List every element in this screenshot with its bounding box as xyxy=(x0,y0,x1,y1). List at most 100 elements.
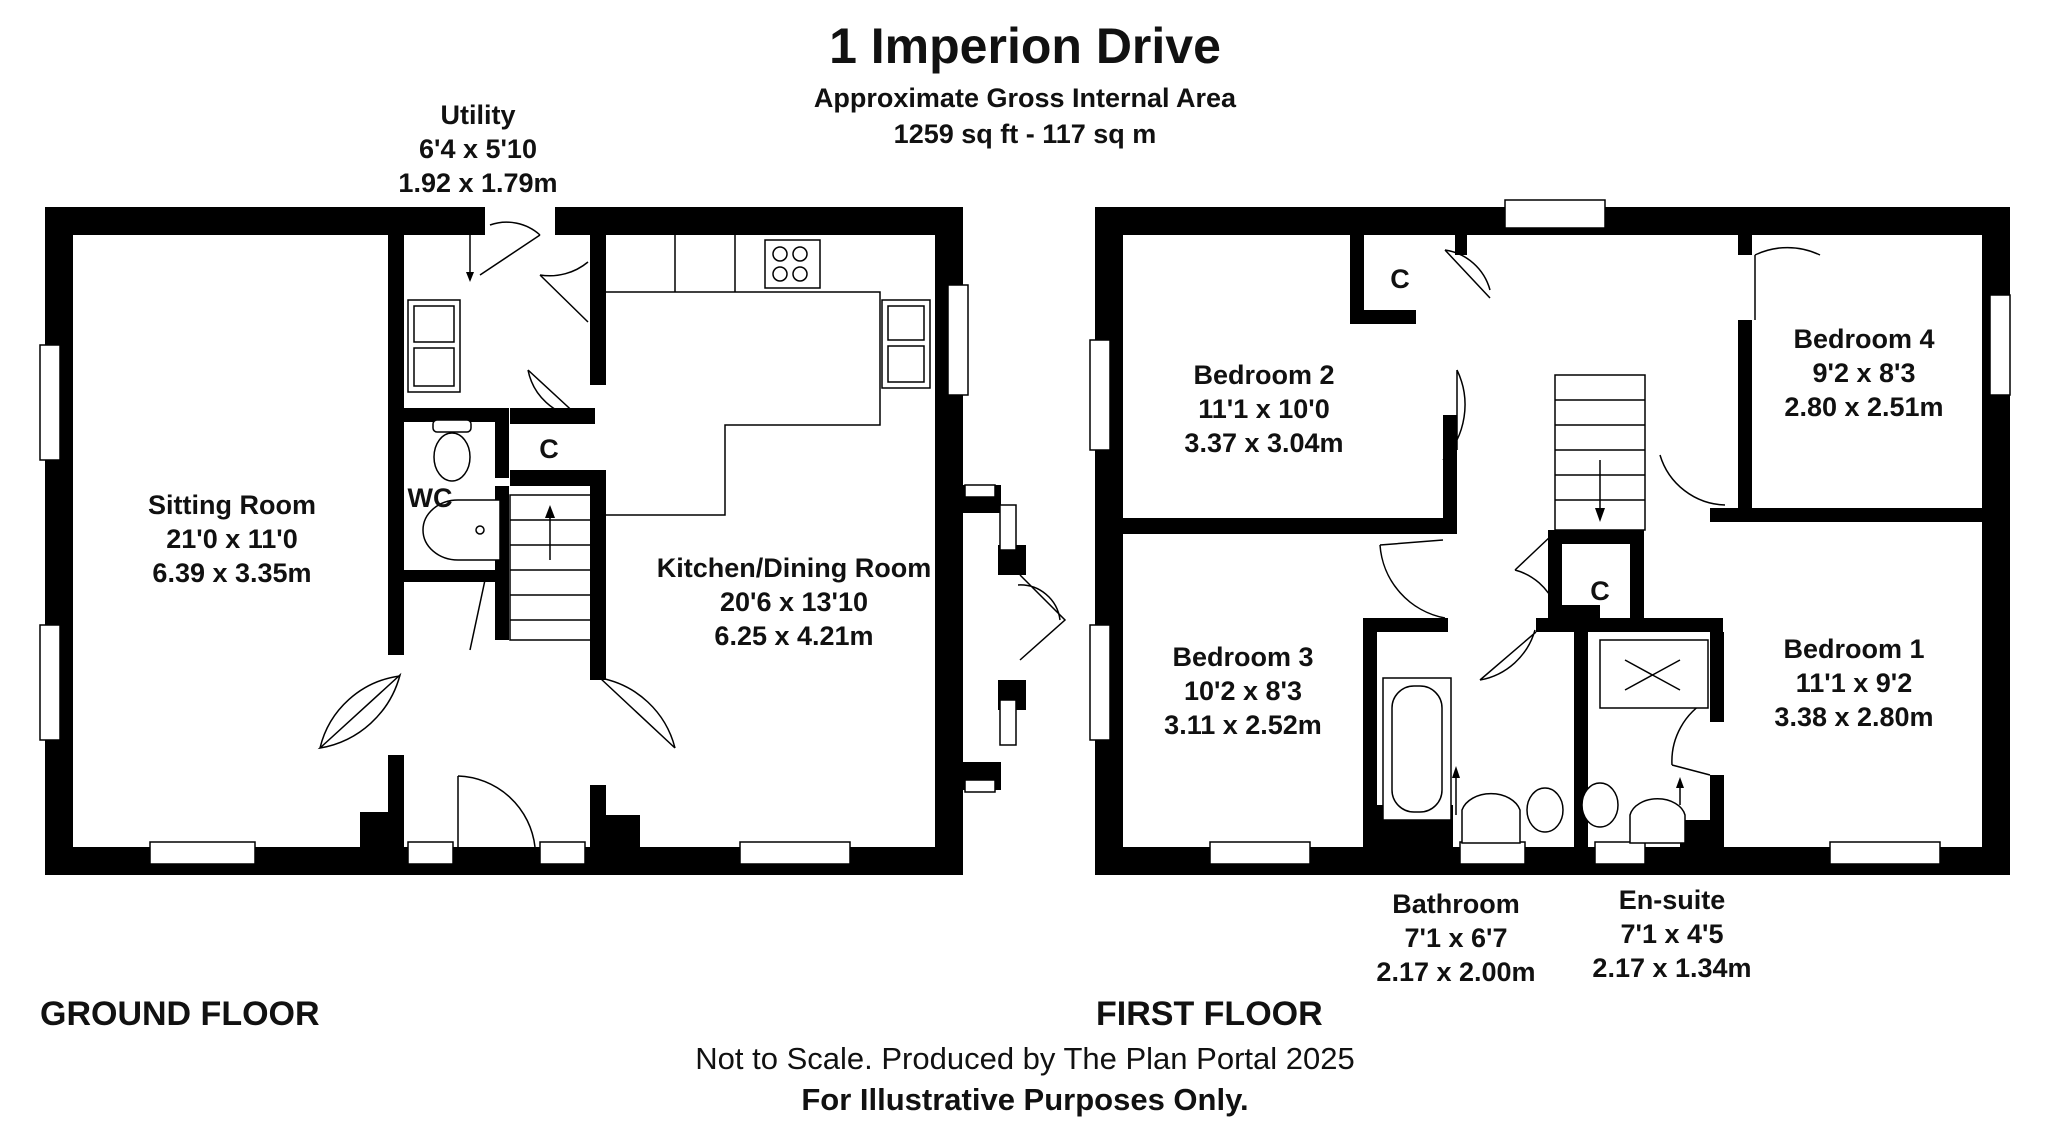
label-ensuite: En-suite 7'1 x 4'5 2.17 x 1.34m xyxy=(1592,885,1751,983)
sitting-room-name: Sitting Room xyxy=(148,490,316,520)
window xyxy=(964,779,996,793)
label-bedroom-1: Bedroom 1 11'1 x 9'2 3.38 x 2.80m xyxy=(1774,634,1933,732)
plan-title: 1 Imperion Drive xyxy=(829,18,1221,74)
utility-imperial: 6'4 x 5'10 xyxy=(419,134,537,164)
window xyxy=(1829,841,1941,865)
bedroom1-imperial: 11'1 x 9'2 xyxy=(1796,668,1912,698)
wc-label: WC xyxy=(408,483,453,513)
label-sitting-room: Sitting Room 21'0 x 11'0 6.39 x 3.35m xyxy=(148,490,316,588)
ensuite-metric: 2.17 x 1.34m xyxy=(1592,953,1751,983)
staircase xyxy=(1554,374,1646,531)
wall xyxy=(1363,618,1377,847)
wall xyxy=(1350,235,1364,320)
toilet xyxy=(433,432,471,482)
kitchen-metric: 6.25 x 4.21m xyxy=(714,621,873,651)
kitchen-imperial: 20'6 x 13'10 xyxy=(720,587,868,617)
door xyxy=(527,369,581,419)
area-value: 1259 sq ft - 117 sq m xyxy=(894,119,1157,149)
window xyxy=(407,841,454,865)
wall xyxy=(1350,310,1416,324)
bedroom4-metric: 2.80 x 2.51m xyxy=(1784,392,1943,422)
bedroom1-name: Bedroom 1 xyxy=(1783,634,1924,664)
bathroom-name: Bathroom xyxy=(1392,889,1520,919)
wall xyxy=(590,470,606,680)
staircase xyxy=(509,494,593,641)
door xyxy=(1479,629,1537,681)
first-floor-plan: C C Bedroom 2 11'1 x 10'0 3.37 x 3.04m B… xyxy=(1089,199,2011,987)
wall xyxy=(1555,605,1600,619)
window xyxy=(999,504,1017,551)
wall xyxy=(1455,235,1467,255)
door xyxy=(1659,454,1726,506)
wall xyxy=(1710,632,1724,722)
wall xyxy=(1548,530,1643,544)
window xyxy=(1089,624,1111,741)
bathroom-metric: 2.17 x 2.00m xyxy=(1376,957,1535,987)
label-bedroom-4: Bedroom 4 9'2 x 8'3 2.80 x 2.51m xyxy=(1784,324,1943,422)
wall xyxy=(1680,820,1724,847)
door xyxy=(1671,699,1711,776)
window xyxy=(1089,339,1111,451)
kitchen-sink xyxy=(881,299,931,389)
wall xyxy=(1363,618,1448,632)
door xyxy=(317,672,402,750)
wall xyxy=(404,570,504,582)
bedroom4-name: Bedroom 4 xyxy=(1793,324,1934,354)
window xyxy=(999,699,1017,746)
window xyxy=(1504,199,1606,229)
kitchen-counter xyxy=(606,291,881,516)
door xyxy=(469,579,486,651)
utility-metric: 1.92 x 1.79m xyxy=(398,168,557,198)
label-bathroom: Bathroom 7'1 x 6'7 2.17 x 2.00m xyxy=(1376,889,1535,987)
label-bedroom-3: Bedroom 3 10'2 x 8'3 3.11 x 2.52m xyxy=(1164,642,1322,740)
wall xyxy=(510,470,595,486)
window xyxy=(39,344,61,461)
window xyxy=(39,624,61,741)
bath xyxy=(1382,677,1452,821)
ensuite-name: En-suite xyxy=(1619,885,1726,915)
wall xyxy=(45,207,485,235)
wall xyxy=(510,408,595,424)
cupboard-label: C xyxy=(539,434,559,464)
wall xyxy=(555,207,963,235)
door xyxy=(319,675,401,749)
bedroom1-metric: 3.38 x 2.80m xyxy=(1774,702,1933,732)
cupboard-landing-label: C xyxy=(1590,576,1610,606)
wall xyxy=(1443,415,1457,534)
window xyxy=(1989,294,2011,396)
door xyxy=(1379,539,1446,619)
hob xyxy=(764,239,821,289)
wall xyxy=(602,815,640,847)
label-utility: Utility 6'4 x 5'10 1.92 x 1.79m xyxy=(398,100,557,198)
wall xyxy=(1095,207,1123,875)
bedroom3-imperial: 10'2 x 8'3 xyxy=(1184,676,1302,706)
window xyxy=(964,484,996,498)
bathroom-imperial: 7'1 x 6'7 xyxy=(1405,923,1508,953)
window xyxy=(539,841,586,865)
wall xyxy=(1588,618,1723,632)
window xyxy=(739,841,851,865)
utility-sink xyxy=(407,299,461,393)
utility-name: Utility xyxy=(440,100,515,130)
bedroom2-name: Bedroom 2 xyxy=(1193,360,1334,390)
first-floor-label: FIRST FLOOR xyxy=(1096,995,1323,1033)
basin xyxy=(422,499,501,561)
wall xyxy=(404,408,504,422)
wall xyxy=(1738,235,1752,255)
disclaimer: For Illustrative Purposes Only. xyxy=(801,1082,1248,1117)
door xyxy=(1444,249,1491,299)
door xyxy=(1514,534,1556,606)
wall xyxy=(388,235,404,655)
sitting-room-metric: 6.39 x 3.35m xyxy=(152,558,311,588)
scale-note: Not to Scale. Produced by The Plan Porta… xyxy=(695,1041,1354,1076)
window xyxy=(1594,841,1646,865)
bedroom2-imperial: 11'1 x 10'0 xyxy=(1198,394,1329,424)
label-bedroom-2: Bedroom 2 11'1 x 10'0 3.37 x 3.04m xyxy=(1184,360,1343,458)
door xyxy=(1754,246,1821,320)
window xyxy=(947,284,969,396)
bathroom-toilet xyxy=(1526,787,1564,833)
wall xyxy=(495,408,509,478)
wall xyxy=(1738,320,1752,522)
door xyxy=(597,676,676,749)
